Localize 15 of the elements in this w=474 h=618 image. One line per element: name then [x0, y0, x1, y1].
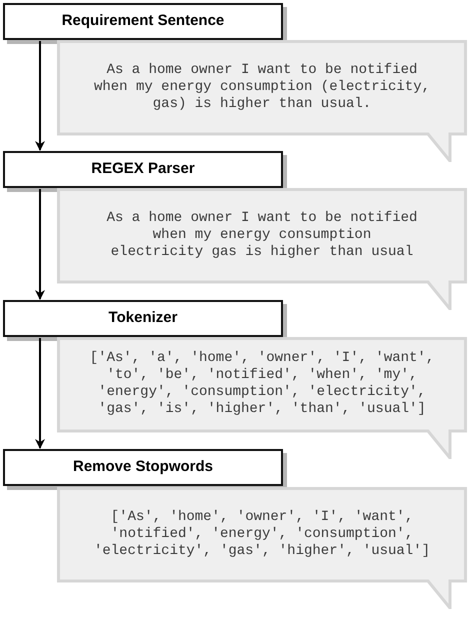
speech-bubble [57, 337, 467, 459]
step-label: Requirement Sentence [62, 11, 224, 32]
speech-bubble [57, 40, 467, 162]
speech-bubble [57, 188, 467, 310]
arrow [35, 189, 45, 300]
step-label: Tokenizer [108, 308, 178, 328]
bubble-text: As a home owner I want to be notified when my energy consumption (electricity, gas) is higher than usual. [92, 62, 432, 112]
step-label: Remove Stopwords [72, 457, 214, 478]
step-label: REGEX Parser [91, 159, 195, 180]
speech-bubble [57, 487, 467, 609]
arrow [35, 41, 45, 151]
bubble-text: As a home owner I want to be notified when my energy consumption electricity gas is higher than usual [106, 210, 418, 260]
bubble-text: ['As', 'home', 'owner', 'I', 'want', 'notified', 'energy', 'consumption', 'electricity', 'gas', 'higher', 'usual'] [92, 508, 432, 560]
bubble-text: ['As', 'a', 'home', 'owner', 'I', 'want', 'to', 'be', 'notified', 'when', 'my', 'energy', 'consumption', 'electricity', 'gas', 'is', 'higher', 'than', 'usual'] [88, 350, 436, 418]
arrow [35, 338, 45, 449]
